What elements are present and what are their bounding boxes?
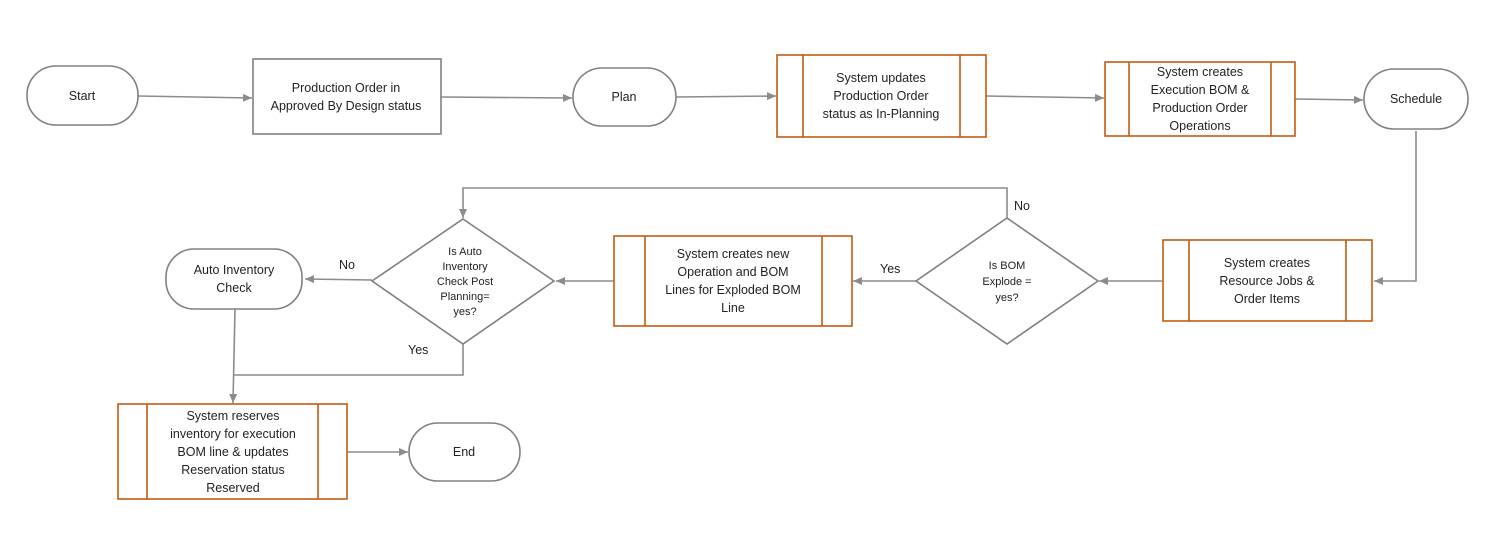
edge-production-order-to-plan [440,93,573,102]
schedule-terminator [1363,68,1469,130]
label-line: Is Auto [448,246,482,258]
label-line: status as In-Planning [823,107,940,121]
new-operation-predefined-process [613,235,853,327]
resource-jobs-predefined-process [1162,239,1373,322]
execution-bom-predefined-process [1104,61,1296,137]
label-line: Auto Inventory [194,263,275,277]
auto-inventory-check-terminator [165,248,303,310]
start-terminator [26,65,139,126]
edge-label-auto-yes: Yes [408,343,428,357]
edge-label-auto-no: No [339,258,355,272]
auto-inventory-decision [370,218,556,345]
label-line: End [453,445,475,459]
label-line: System reserves [186,409,279,423]
label-line: System updates [836,71,926,85]
label-line: System creates [1224,256,1310,270]
label-line: Operations [1169,119,1230,133]
edge-execution-bom-to-schedule [1294,95,1364,104]
label-line: System creates [1157,65,1243,79]
shapes [26,54,1469,500]
label-line: Plan [611,90,636,104]
edge-auto-decision-yes-to-reserve [233,344,464,376]
edge-plan-to-system-updates [675,92,777,101]
plan-terminator [572,67,677,127]
edge-auto-check-to-reserve [229,308,238,404]
label-line: BOM line & updates [177,445,288,459]
label-line: Schedule [1390,92,1442,106]
end-label: End [453,445,475,459]
production-order-label: Production Order in Approved By Design st… [271,81,422,113]
edge-auto-decision-no-to-auto-check [304,275,373,284]
label-line: yes? [453,306,476,318]
schedule-label: Schedule [1390,92,1442,106]
production-order-process [252,58,442,135]
label-line: Planning= [440,291,489,303]
plan-label: Plan [611,90,636,104]
label-line: Start [69,89,96,103]
label-line: Resource Jobs & [1219,274,1315,288]
label-line: Operation and BOM [677,265,788,279]
edge-label-bom-no: No [1014,199,1030,213]
bom-explode-decision [914,217,1100,345]
label-line: Production Order [1152,101,1247,115]
label-line: Check [216,281,252,295]
label-line: inventory for execution [170,427,296,441]
label-line: Reserved [206,481,260,495]
label-line: Execution BOM & [1151,83,1250,97]
label-line: Explode = [982,276,1031,288]
edge-schedule-to-resource-jobs [1374,131,1417,285]
label-line: yes? [995,292,1018,304]
edge-bom-decision-no-to-auto-decision [459,187,1008,218]
label-line: Lines for Exploded BOM [665,283,801,297]
edge-label-bom-yes: Yes [880,262,900,276]
system-updates-predefined-process [776,54,987,138]
connectors [137,92,1417,456]
end-terminator [408,422,521,482]
label-line: Reservation status [181,463,285,477]
label-line: Line [721,301,745,315]
label-line: Approved By Design status [271,99,422,113]
label-line: Production Order [833,89,928,103]
reserve-inventory-predefined-process [117,403,348,500]
start-label: Start [69,89,96,103]
bom-explode-label: Is BOM Explode = yes? [982,260,1031,304]
label-line: Is BOM [989,260,1026,272]
label-line: System creates new [677,247,791,261]
edge-system-updates-to-execution-bom [985,93,1105,102]
edge-start-to-production-order [137,93,253,102]
label-line: Order Items [1234,292,1300,306]
labels: Start Production Order in Approved By Des… [69,65,1442,495]
label-line: Production Order in [292,81,400,95]
label-line: Inventory [442,261,488,273]
label-line: Check Post [437,276,493,288]
